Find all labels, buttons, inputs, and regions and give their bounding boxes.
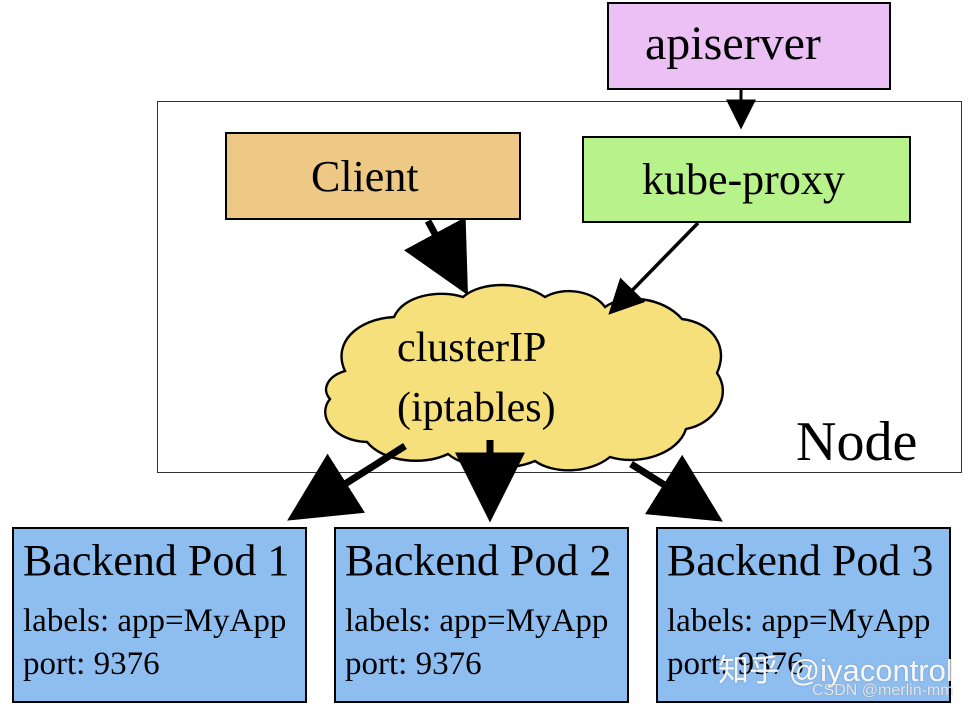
iptables-label: (iptables) [397,385,556,431]
backend-pod-2-title: Backend Pod 2 [345,536,612,585]
arrow-cluster-ip-to-pod-3 [629,454,723,522]
backend-pod-2-box: Backend Pod 2 labels: app=MyApp port: 93… [334,527,629,703]
backend-pod-1-box: Backend Pod 1 labels: app=MyApp port: 93… [12,527,307,703]
backend-pod-2-port: port: 9376 [345,646,482,682]
backend-pod-1-port: port: 9376 [23,646,160,682]
backend-pod-3-port: port: 9376 [667,646,804,682]
backend-pod-3-title: Backend Pod 3 [667,536,934,585]
backend-pod-1-labels: labels: app=MyApp [23,603,287,639]
backend-pod-3-box: Backend Pod 3 labels: app=MyApp port: 93… [656,527,951,703]
backend-pod-1-title: Backend Pod 1 [23,536,290,585]
cluster-ip-label: clusterIP [397,325,547,371]
apiserver-box: apiserver [607,2,891,90]
client-label: Client [311,152,419,201]
zhihu-watermark: 知乎 @iyacontrol [718,653,953,688]
kube-proxy-label: kube-proxy [642,155,845,204]
kube-proxy-box: kube-proxy [582,136,911,223]
backend-pod-2-labels: labels: app=MyApp [345,603,609,639]
csdn-credit: CSDN @merlin-mm [812,682,954,699]
arrow-client-to-cluster-ip [403,217,468,296]
arrow-kube-proxy-to-cluster-ip [608,221,700,315]
node-label: Node [796,411,918,473]
backend-pod-3-labels: labels: app=MyApp [667,603,931,639]
cluster-ip-cloud [324,283,724,472]
apiserver-label: apiserver [645,17,821,70]
client-box: Client [225,132,521,220]
node-frame [157,101,962,473]
arrow-cluster-ip-to-pod-1 [287,443,407,521]
